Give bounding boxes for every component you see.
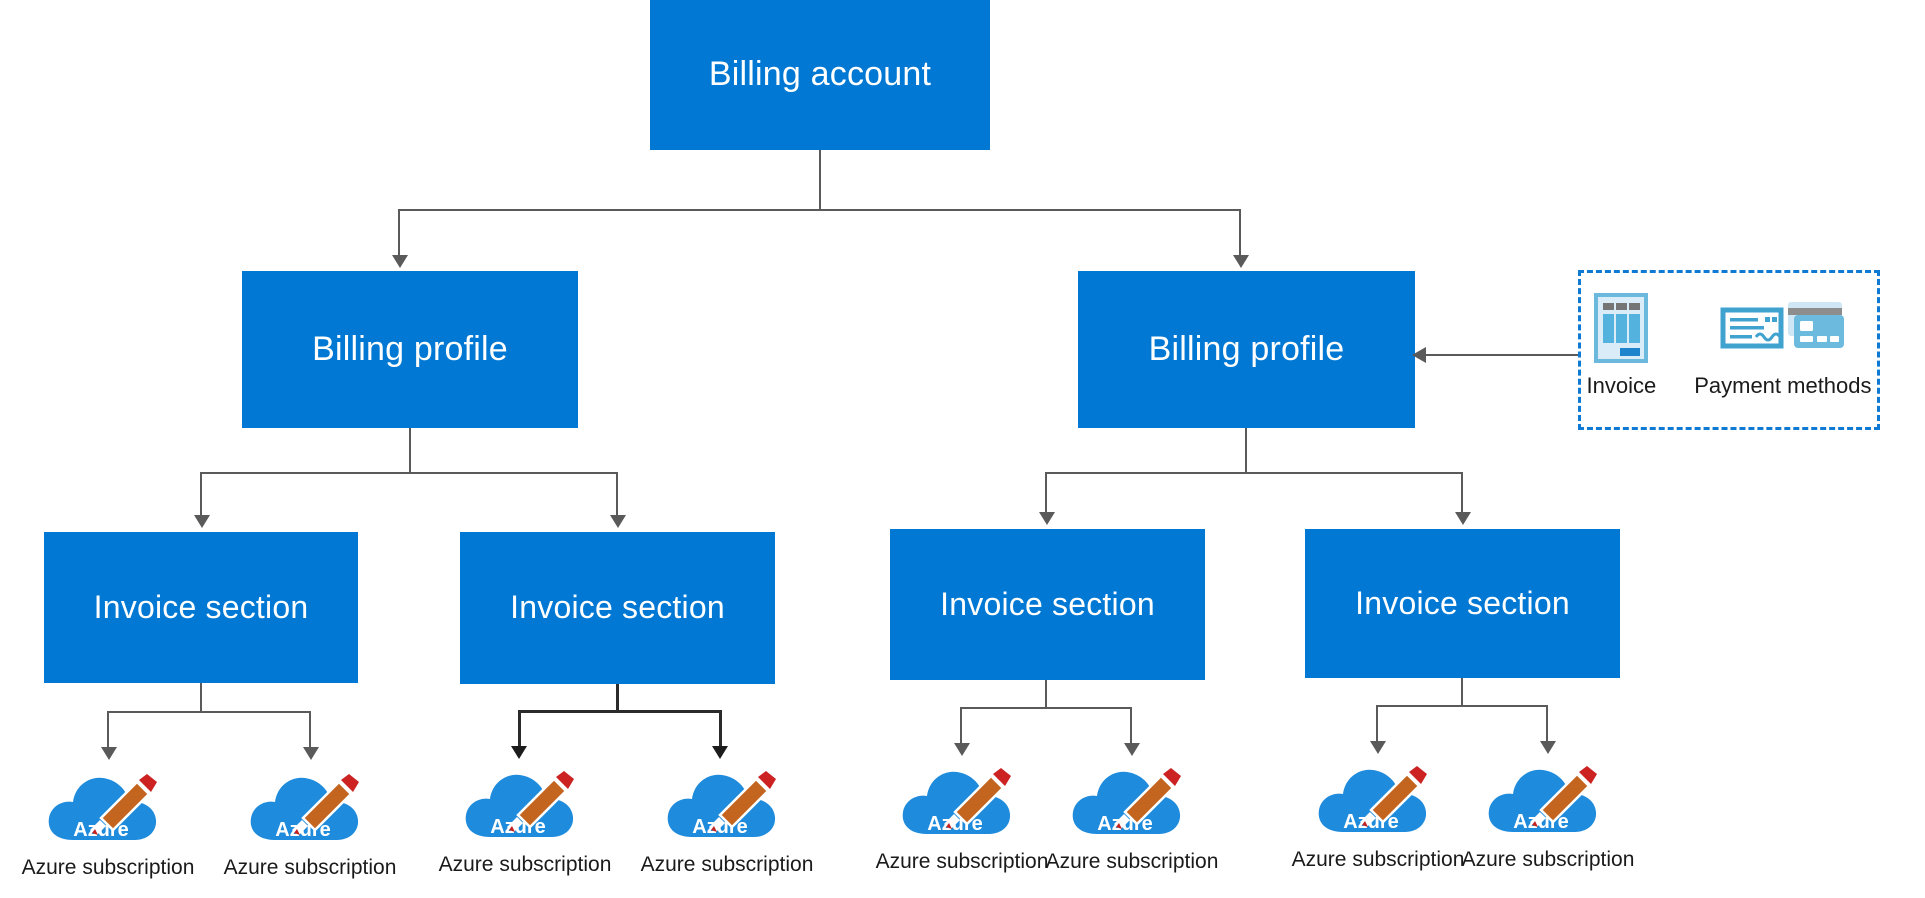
node-invoice-section-4-label: Invoice section xyxy=(1355,584,1570,621)
arrowhead-to-sub-8 xyxy=(1540,741,1556,754)
arrowhead-to-sub-7 xyxy=(1370,741,1386,754)
connector-profile-2-stem xyxy=(1245,428,1247,473)
connector-profile-2-to-section-3 xyxy=(1045,472,1047,514)
leaf-azure-subscription-1[interactable]: Azure Azure subscription xyxy=(8,760,208,880)
leaf-azure-subscription-8-label: Azure subscription xyxy=(1461,848,1635,871)
arrowhead-to-sub-4 xyxy=(712,746,728,759)
connector-section-3-stem xyxy=(1045,680,1047,708)
connector-section-2-to-sub-4 xyxy=(719,710,722,748)
node-invoice-section-3-label: Invoice section xyxy=(940,585,1155,622)
leaf-azure-subscription-5-label: Azure subscription xyxy=(875,850,1049,873)
connector-section-4-to-sub-7 xyxy=(1376,705,1378,743)
leaf-azure-subscription-2[interactable]: Azure Azure subscription xyxy=(210,760,410,880)
connector-section-1-to-sub-1 xyxy=(107,711,109,749)
connector-profile-2-to-section-4 xyxy=(1461,472,1463,514)
connector-section-3-to-sub-6 xyxy=(1130,707,1132,745)
payment-panel-item-invoice-label: Invoice xyxy=(1586,373,1657,398)
leaf-azure-subscription-8[interactable]: Azure Azure subscription xyxy=(1448,752,1648,872)
connector-section-1-to-sub-2 xyxy=(309,711,311,749)
azure-cloud-pencil-icon: Azure xyxy=(245,760,375,850)
node-billing-account[interactable]: Billing account xyxy=(650,0,990,150)
connector-section-2-bus xyxy=(518,710,722,713)
connector-section-3-to-sub-5 xyxy=(960,707,962,745)
leaf-azure-subscription-2-label: Azure subscription xyxy=(223,856,397,879)
connector-section-1-stem xyxy=(200,683,202,712)
node-invoice-section-4[interactable]: Invoice section xyxy=(1305,529,1620,678)
arrowhead-to-section-1 xyxy=(194,515,210,528)
azure-cloud-pencil-icon: Azure xyxy=(1313,752,1443,842)
node-invoice-section-2-label: Invoice section xyxy=(510,589,725,626)
node-invoice-section-1[interactable]: Invoice section xyxy=(44,532,358,683)
connector-account-to-profile-1 xyxy=(398,209,400,257)
connector-payment-to-profile-2 xyxy=(1425,354,1580,356)
arrowhead-to-section-3 xyxy=(1039,512,1055,525)
arrowhead-to-profile-2-from-payment xyxy=(1412,347,1426,363)
arrowhead-to-section-4 xyxy=(1455,512,1471,525)
node-billing-profile-2-label: Billing profile xyxy=(1148,329,1345,368)
payment-panel-item-payment-methods[interactable]: Payment methods xyxy=(1694,291,1872,399)
node-invoice-section-3[interactable]: Invoice section xyxy=(890,529,1205,680)
azure-cloud-pencil-icon: Azure xyxy=(1067,754,1197,844)
arrowhead-to-profile-2 xyxy=(1233,255,1249,268)
connector-profile-2-bus xyxy=(1045,472,1463,474)
leaf-azure-subscription-7-label: Azure subscription xyxy=(1291,848,1465,871)
leaf-azure-subscription-3[interactable]: Azure Azure subscription xyxy=(425,757,625,877)
leaf-azure-subscription-1-label: Azure subscription xyxy=(21,856,195,879)
arrowhead-to-sub-2 xyxy=(303,747,319,760)
leaf-azure-subscription-4[interactable]: Azure Azure subscription xyxy=(627,757,827,877)
leaf-azure-subscription-6[interactable]: Azure Azure subscription xyxy=(1032,754,1232,874)
connector-section-1-bus xyxy=(107,711,311,713)
node-billing-profile-1-label: Billing profile xyxy=(312,329,508,368)
arrowhead-to-sub-1 xyxy=(101,747,117,760)
connector-section-2-stem xyxy=(616,684,619,712)
azure-cloud-pencil-icon: Azure xyxy=(1483,752,1613,842)
node-billing-profile-2[interactable]: Billing profile xyxy=(1078,271,1415,428)
connector-section-4-stem xyxy=(1461,678,1463,706)
leaf-azure-subscription-7[interactable]: Azure Azure subscription xyxy=(1278,752,1478,872)
connector-account-to-profile-2 xyxy=(1239,209,1241,257)
leaf-azure-subscription-6-label: Azure subscription xyxy=(1045,850,1219,873)
node-invoice-section-1-label: Invoice section xyxy=(93,588,309,625)
leaf-azure-subscription-5[interactable]: Azure Azure subscription xyxy=(862,754,1062,874)
connector-section-3-bus xyxy=(960,707,1132,709)
connector-profile-1-bus xyxy=(200,472,618,474)
check-and-credit-card-icon xyxy=(1694,291,1871,365)
node-billing-profile-1[interactable]: Billing profile xyxy=(242,271,578,428)
arrowhead-to-profile-1 xyxy=(392,255,408,268)
arrowhead-to-sub-5 xyxy=(954,743,970,756)
connector-profile-1-stem xyxy=(409,428,411,473)
azure-cloud-pencil-icon: Azure xyxy=(43,760,173,850)
arrowhead-to-sub-3 xyxy=(511,746,527,759)
connector-profile-1-to-section-1 xyxy=(200,472,202,517)
azure-cloud-pencil-icon: Azure xyxy=(897,754,1027,844)
invoice-document-icon xyxy=(1586,291,1656,365)
node-billing-account-label: Billing account xyxy=(708,55,932,94)
payment-panel: Invoice xyxy=(1578,270,1880,430)
connector-section-4-to-sub-8 xyxy=(1546,705,1548,743)
node-invoice-section-2[interactable]: Invoice section xyxy=(460,532,775,684)
leaf-azure-subscription-4-label: Azure subscription xyxy=(640,853,814,876)
connector-account-bus xyxy=(398,209,1241,211)
connector-section-4-bus xyxy=(1376,705,1548,707)
payment-panel-item-invoice[interactable]: Invoice xyxy=(1586,291,1656,399)
connector-section-2-to-sub-3 xyxy=(518,710,521,748)
azure-cloud-pencil-icon: Azure xyxy=(460,757,590,847)
arrowhead-to-sub-6 xyxy=(1124,743,1140,756)
leaf-azure-subscription-3-label: Azure subscription xyxy=(438,853,612,876)
payment-panel-item-payment-methods-label: Payment methods xyxy=(1694,373,1872,398)
arrowhead-to-section-2 xyxy=(610,515,626,528)
connector-account-stem xyxy=(819,150,821,210)
azure-cloud-pencil-icon: Azure xyxy=(662,757,792,847)
connector-profile-1-to-section-2 xyxy=(616,472,618,517)
